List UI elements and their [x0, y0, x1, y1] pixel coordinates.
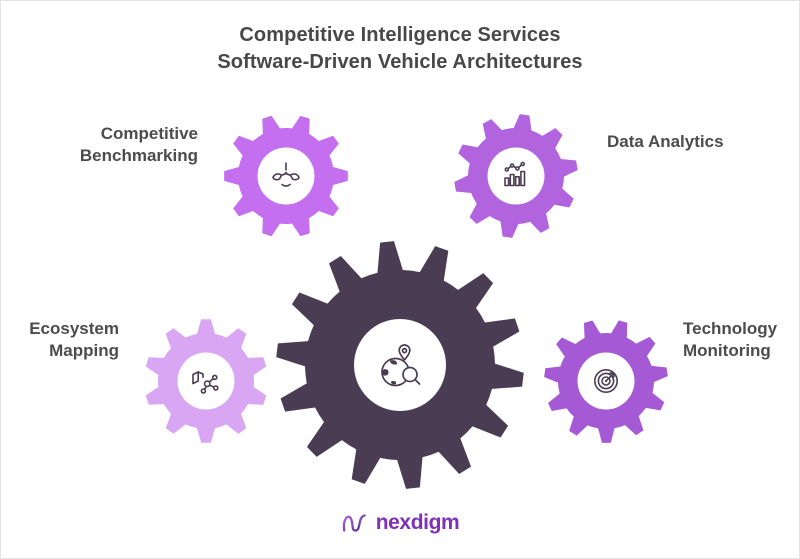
- globe-pin-magnifier-icon: [381, 344, 421, 387]
- label-data-analytics: Data Analytics: [607, 132, 724, 151]
- gear-ecosystem-mapping: [145, 319, 267, 443]
- benchmarking-hands-exclamation-icon: [272, 162, 300, 187]
- gear-center-hub: [354, 319, 446, 411]
- nexdigm-wave-icon: [342, 514, 366, 532]
- label-technology-monitoring: Technology Monitoring: [683, 319, 778, 360]
- gear-center: [276, 241, 524, 489]
- nexdigm-logo: nexdigm: [1, 505, 799, 541]
- page-title-line1: Competitive Intelligence Services: [239, 24, 561, 46]
- page-title-line2: Software-Driven Vehicle Architectures: [217, 51, 583, 73]
- radar-arrow-icon: [594, 369, 618, 393]
- nexdigm-logo-text: nexdigm: [375, 511, 460, 534]
- gear-competitive-benchmarking: [224, 115, 348, 237]
- label-competitive-benchmarking: Competitive Benchmarking: [79, 124, 198, 165]
- page-title: Competitive Intelligence Services Softwa…: [1, 22, 799, 76]
- gear-technology-monitoring: [544, 320, 668, 443]
- map-network-icon: [192, 371, 219, 394]
- bar-chart-trend-icon: [504, 161, 526, 187]
- label-ecosystem-mapping: Ecosystem Mapping: [29, 319, 119, 360]
- gear-data-analytics: [454, 114, 578, 238]
- gear-benchmarking-hub: [257, 147, 315, 205]
